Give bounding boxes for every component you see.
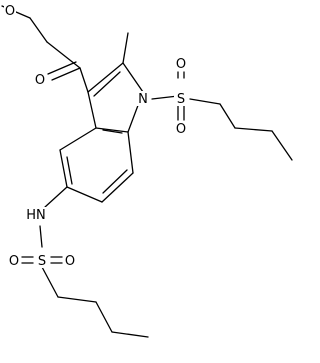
atom-o-ester-text: O: [5, 4, 15, 19]
bond: [102, 129, 123, 134]
bond: [29, 17, 48, 43]
bond: [41, 266, 59, 298]
atom-nh: HN: [25, 207, 47, 223]
bond: [79, 67, 89, 93]
bond: [87, 62, 124, 93]
bond: [271, 130, 293, 161]
atom-s-amide: S: [35, 253, 49, 269]
bond: [219, 103, 236, 129]
bonds: [1, 5, 293, 338]
molecule-structure: O O N S O O HN S: [1, 3, 293, 338]
atom-s-indole: S: [174, 91, 188, 107]
bond: [46, 41, 81, 69]
bond: [122, 62, 144, 93]
bond: [44, 186, 68, 208]
atom-o-carbonyl: O: [34, 72, 46, 88]
bond: [66, 186, 103, 203]
bond: [93, 71, 121, 97]
bond: [189, 98, 221, 105]
bond: [111, 331, 149, 338]
atom-nh-text: HN: [26, 208, 46, 223]
atom-n-indole: N: [136, 91, 150, 107]
bond: [102, 169, 128, 194]
atom-n-indole-text: N: [138, 92, 148, 107]
atom-o-sulfonyl-bottom-text: O: [176, 122, 186, 137]
atom-o-amide-right: O: [64, 253, 76, 269]
bond: [95, 301, 113, 333]
atom-s-indole-text: S: [177, 92, 185, 107]
bond: [101, 172, 134, 203]
bond: [87, 91, 97, 129]
atom-o-amide-right-text: O: [65, 254, 75, 269]
bond: [234, 127, 273, 132]
atom-o-carbonyl-text: O: [35, 73, 45, 88]
atom-o-sulfonyl-top-text: O: [176, 57, 186, 72]
bond: [47, 61, 77, 75]
bond: [122, 32, 129, 64]
atom-o-sulfonyl-bottom: O: [175, 121, 187, 137]
atom-o-amide-left-text: O: [9, 254, 19, 269]
bond: [95, 127, 129, 133]
atom-s-amide-text: S: [38, 254, 46, 269]
bond: [151, 95, 179, 100]
atom-o-amide-left: O: [8, 253, 20, 269]
bond: [57, 296, 97, 303]
bond: [39, 225, 43, 248]
bond: [127, 131, 134, 174]
atom-labels: O O N S O O HN S: [4, 3, 188, 269]
bond: [66, 156, 73, 185]
bond: [59, 149, 68, 188]
bond: [51, 67, 81, 81]
bond: [59, 127, 97, 151]
atom-o-ester: O: [4, 3, 16, 19]
atom-o-sulfonyl-top: O: [175, 56, 187, 72]
